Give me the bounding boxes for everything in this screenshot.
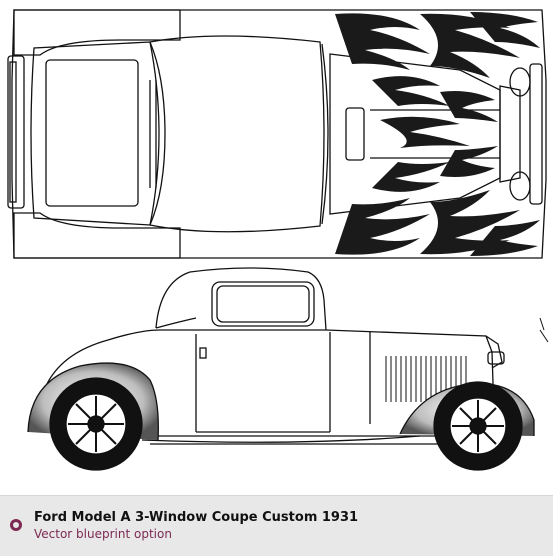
side-headlight xyxy=(487,351,505,365)
side-view xyxy=(27,267,549,471)
top-view xyxy=(7,9,547,259)
top-rear-fender-lower xyxy=(13,212,181,259)
top-rear-window xyxy=(45,59,139,207)
side-cabin xyxy=(155,267,327,331)
side-front-wheel xyxy=(433,381,523,471)
blueprint-drawing xyxy=(7,9,549,471)
top-flames-upper xyxy=(335,12,540,78)
top-body-outline xyxy=(11,9,547,259)
top-rear-bumper xyxy=(7,55,25,209)
side-door xyxy=(195,332,331,432)
side-rear-wheel xyxy=(49,377,143,471)
caption-bar: Ford Model A 3-Window Coupe Custom 1931 … xyxy=(0,495,553,556)
top-front-bumper xyxy=(529,63,543,205)
top-flames-hood xyxy=(372,76,498,192)
blueprint-svg xyxy=(7,9,549,471)
top-flames-lower xyxy=(335,190,540,256)
circle-bullet-icon xyxy=(10,519,22,531)
caption-subtitle[interactable]: Vector blueprint option xyxy=(34,527,172,541)
side-grille xyxy=(485,335,503,369)
top-cabin xyxy=(30,41,166,226)
top-grille xyxy=(499,85,521,183)
side-window xyxy=(211,281,315,327)
side-door-handle xyxy=(199,347,207,359)
top-hood-vent xyxy=(345,107,365,161)
top-roof xyxy=(149,35,325,233)
side-body xyxy=(39,329,495,419)
top-rear-fender-upper xyxy=(13,9,181,56)
side-running-board xyxy=(141,435,421,443)
caption-title: Ford Model A 3-Window Coupe Custom 1931 xyxy=(34,510,359,525)
